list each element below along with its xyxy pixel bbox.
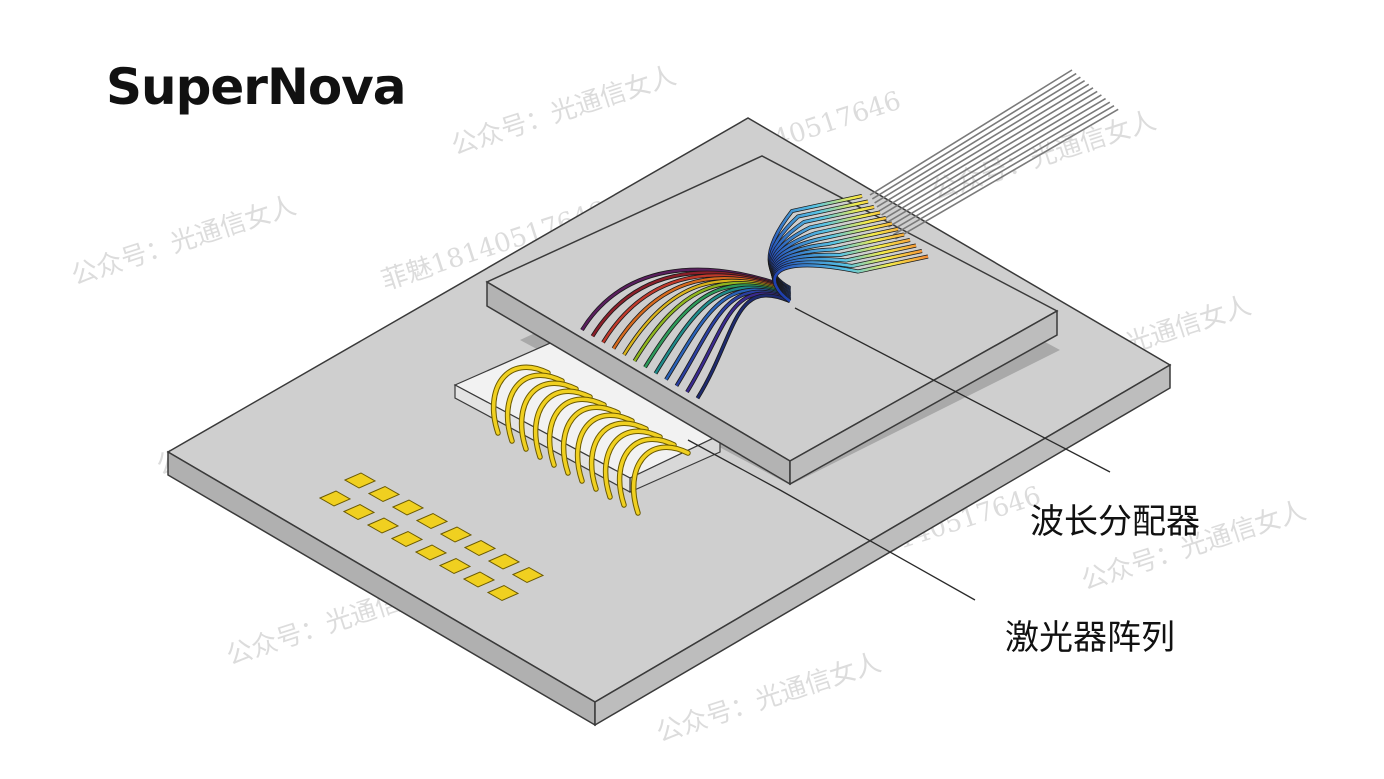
optical-fiber	[876, 80, 1086, 208]
optical-fiber	[883, 90, 1098, 220]
bond-pad	[414, 544, 448, 561]
demux-label: 波长分配器	[1030, 502, 1200, 542]
fanout-waveguide	[773, 255, 929, 303]
demux-leader-line	[794, 307, 1111, 473]
wire-bond	[519, 381, 578, 451]
waveguide-array	[580, 194, 929, 400]
optical-fiber	[885, 94, 1102, 224]
bond-pad	[391, 499, 425, 516]
bond-pad	[462, 571, 496, 588]
optical-fiber	[888, 97, 1107, 228]
wire-bonds	[490, 364, 691, 516]
optical-fiber	[869, 69, 1073, 196]
watermark-account: 公众号：光通信女人	[68, 191, 300, 292]
bond-pad	[366, 517, 400, 534]
laser-leader-line	[687, 439, 976, 601]
bond-pad	[367, 485, 401, 503]
optical-fiber	[881, 87, 1094, 216]
bond-pad	[343, 472, 377, 489]
bond-pad	[342, 503, 376, 521]
wire-bond	[575, 413, 634, 483]
wire-bond	[631, 445, 690, 515]
wire-bond	[505, 373, 564, 443]
fiber-ribbon	[869, 69, 1119, 240]
bond-pad	[415, 512, 449, 530]
bond-pad	[463, 539, 497, 557]
wire-bond	[533, 389, 592, 459]
optical-fiber	[878, 83, 1090, 212]
bond-pad	[390, 530, 424, 548]
bond-pad	[439, 526, 473, 543]
optical-fiber	[871, 72, 1077, 200]
optical-fiber	[890, 101, 1111, 232]
bond-pad	[438, 557, 472, 575]
bond-pad	[486, 584, 520, 602]
bond-pad	[318, 490, 352, 507]
wire-bond	[589, 421, 648, 491]
bond-pad	[511, 566, 545, 584]
demux-chip	[485, 155, 1059, 486]
page-title: SuperNova	[106, 58, 406, 116]
wire-bond	[491, 365, 550, 435]
wire-bond	[617, 437, 676, 507]
optical-fiber	[895, 108, 1119, 240]
wire-bond	[547, 397, 606, 467]
waveguide	[696, 294, 791, 399]
wire-bond	[561, 405, 620, 475]
bond-pad-array	[318, 472, 545, 602]
optical-fiber	[874, 76, 1081, 204]
optical-fiber	[892, 105, 1115, 236]
laser-array-label: 激光器阵列	[1005, 618, 1175, 658]
bond-pad	[487, 553, 521, 570]
watermark-account: 公众号：光通信女人	[448, 61, 680, 162]
wire-bond	[603, 429, 662, 499]
watermark-account: 公众号：光通信女人	[928, 106, 1160, 207]
callout-lines	[687, 307, 1111, 601]
